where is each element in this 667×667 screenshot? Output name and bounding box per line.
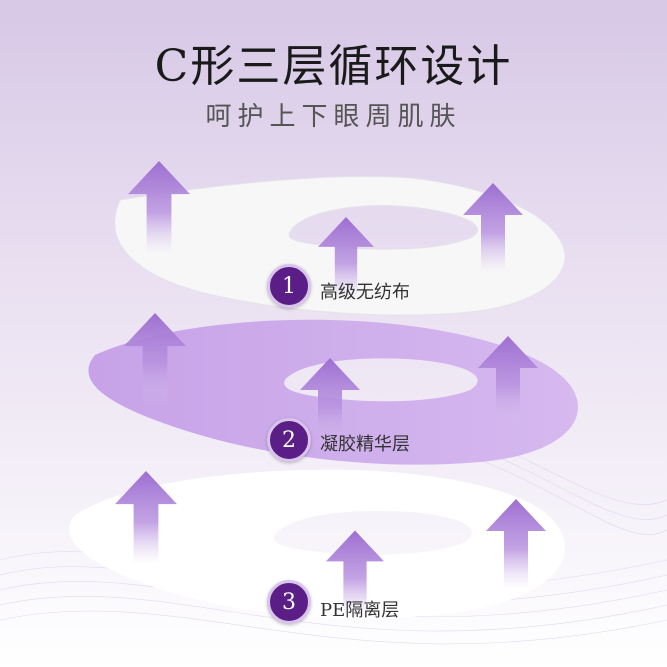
layer-3-pe-shape bbox=[69, 469, 566, 619]
layer-2-number-badge: 2 bbox=[267, 418, 311, 462]
layer-3-label: PE隔离层 bbox=[320, 600, 400, 621]
layer-1-label: 高级无纺布 bbox=[320, 282, 410, 303]
layer-2-label: 凝胶精华层 bbox=[320, 434, 410, 455]
layer-1-number-badge: 1 bbox=[267, 264, 311, 308]
page-title: C形三层循环设计 bbox=[154, 41, 513, 92]
layer-1-nonwoven-shape bbox=[114, 176, 566, 316]
layer-3-number-badge: 3 bbox=[267, 580, 311, 624]
page-subtitle: 呵护上下眼周肌肤 bbox=[205, 102, 462, 132]
layer-2-gel-shape bbox=[88, 319, 578, 465]
